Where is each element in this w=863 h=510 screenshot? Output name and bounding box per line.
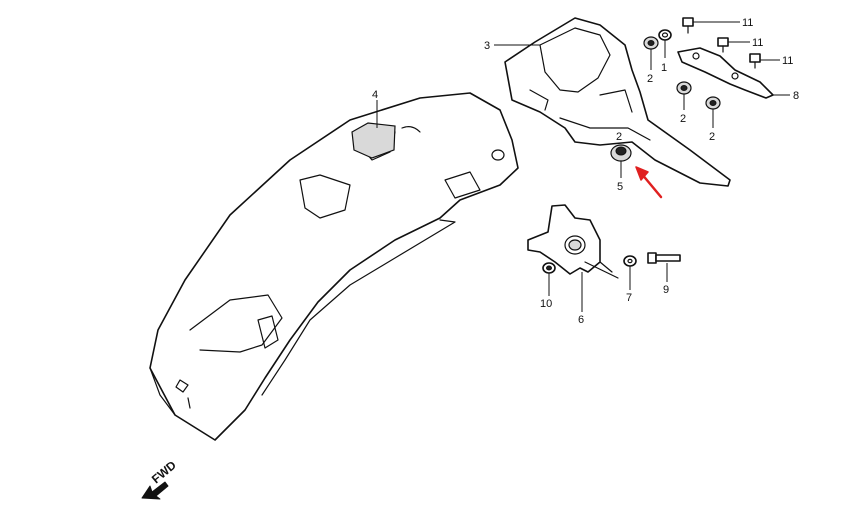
rear-fender	[149, 92, 519, 441]
callout-11b: 11	[752, 37, 763, 49]
callout-1: 1	[661, 62, 667, 74]
callout-6: 6	[578, 314, 584, 326]
bolt-11c	[749, 53, 761, 69]
bolt-9	[647, 252, 681, 264]
callout-labels: 4 3 1 2 2 2 2 11 11 11 8 5 6 7 9 10	[372, 17, 799, 326]
callout-11c: 11	[782, 55, 793, 67]
nut-10	[542, 262, 556, 274]
callout-2c: 2	[709, 131, 715, 143]
grommet-2c	[705, 96, 721, 110]
callout-4: 4	[372, 89, 378, 101]
red-arrow-icon	[635, 166, 663, 199]
bolt-11b	[717, 37, 729, 53]
callout-3: 3	[484, 40, 490, 52]
callout-2b: 2	[680, 113, 686, 125]
forward-arrow-icon	[141, 481, 169, 500]
callout-2a: 2	[647, 73, 653, 85]
collar-1	[658, 29, 672, 41]
callout-7: 7	[626, 292, 632, 304]
callout-8: 8	[793, 90, 799, 102]
forward-indicator: FWD	[141, 458, 179, 500]
callout-11a: 11	[742, 17, 753, 29]
mounting-bracket	[527, 204, 619, 279]
bolt-11a	[682, 17, 694, 34]
callout-5: 5	[617, 181, 623, 193]
license-bracket	[677, 47, 774, 99]
callout-10: 10	[540, 298, 552, 310]
upper-cover	[504, 17, 731, 187]
grommet-2a	[643, 36, 659, 50]
hardware	[542, 17, 761, 274]
grommet-2b	[676, 81, 692, 95]
grommet-part-5	[610, 144, 632, 162]
leader-lines	[376, 21, 790, 312]
washer-7	[623, 255, 637, 267]
callout-9: 9	[663, 284, 669, 296]
callout-2d: 2	[616, 131, 622, 143]
fwd-label: FWD	[149, 458, 179, 487]
